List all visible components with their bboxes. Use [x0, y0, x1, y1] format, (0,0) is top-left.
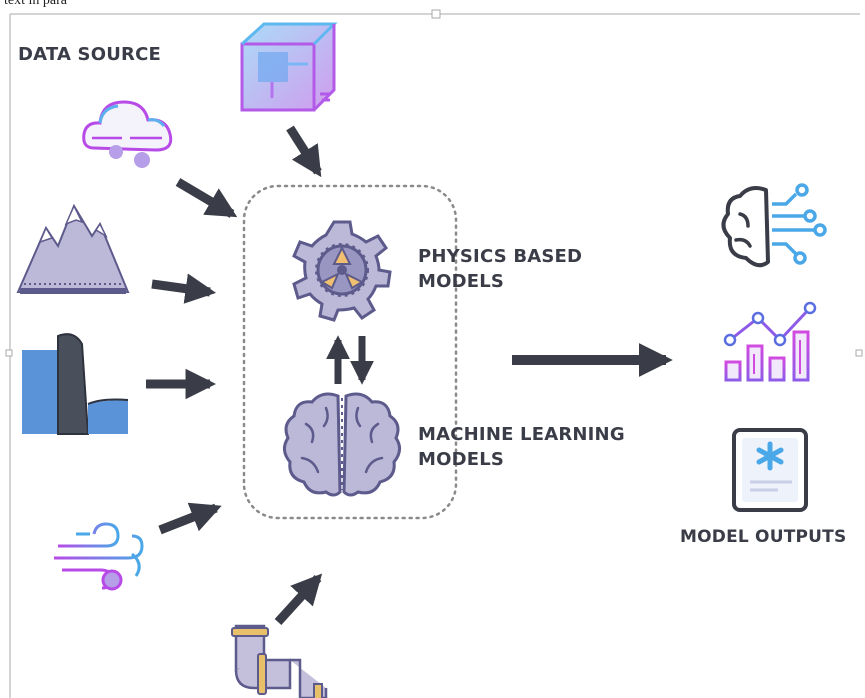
arrow-cloud	[175, 178, 238, 218]
wind-icon	[54, 522, 144, 591]
arrow-cube	[286, 125, 322, 178]
brain-icon	[283, 392, 401, 497]
figure-frame	[5, 9, 863, 698]
data-source-label: DATA SOURCE	[18, 44, 162, 65]
gear-icon	[292, 220, 392, 322]
physics-label-line2: MODELS	[418, 271, 505, 292]
arrow-mountain	[151, 273, 217, 304]
ml-models-label: MACHINE LEARNING MODELS	[418, 422, 625, 472]
bidirectional-arrows	[326, 335, 374, 385]
pipe-icon	[231, 624, 328, 698]
arrow-wind	[158, 502, 222, 535]
mountain-icon	[16, 203, 130, 294]
report-document-icon	[732, 428, 808, 512]
model-outputs-label: MODEL OUTPUTS	[680, 527, 847, 547]
ai-brain-circuit-icon	[721, 183, 827, 268]
dam-water-icon	[22, 333, 129, 435]
ml-label-line2: MODELS	[418, 449, 505, 470]
cloud-rain-icon	[82, 100, 173, 168]
physics-label-line1: PHYSICS BASED	[418, 246, 583, 267]
arrow-pipe	[274, 573, 323, 626]
physics-models-label: PHYSICS BASED MODELS	[418, 244, 582, 294]
clipped-paragraph-text: text in para	[4, 0, 67, 8]
line-bar-chart-icon	[723, 301, 817, 382]
input-arrows	[146, 125, 323, 626]
ml-label-line1: MACHINE LEARNING	[418, 424, 625, 445]
models-container	[242, 184, 458, 520]
cube-3d-icon	[240, 22, 338, 112]
